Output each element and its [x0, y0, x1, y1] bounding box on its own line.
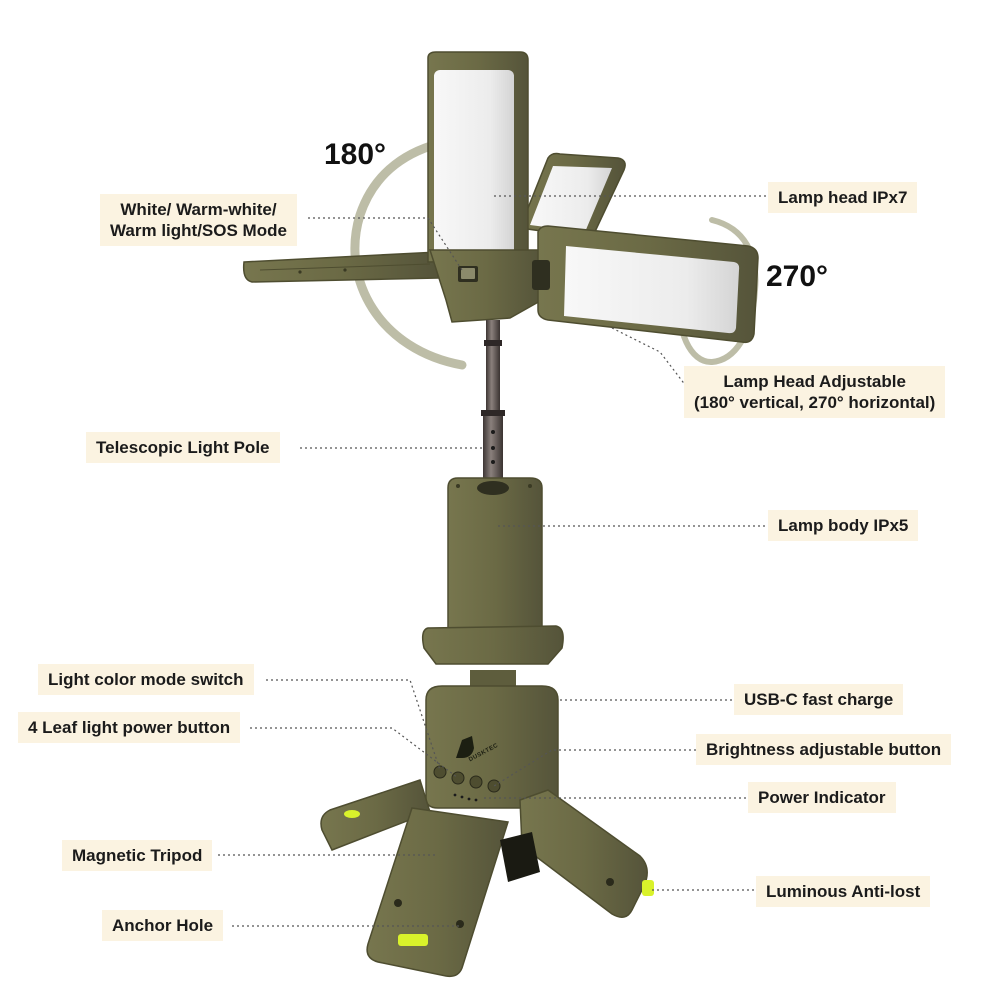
callout-magnetic-tripod: Magnetic Tripod: [62, 840, 213, 871]
vertical-angle-label: 180°: [324, 138, 387, 171]
callout-light-modes-line2: Warm light/SOS Mode: [110, 221, 287, 240]
leader-lines: [218, 195, 768, 927]
callout-lamp-body: Lamp body IPx5: [768, 510, 919, 541]
callout-adjustable-line2: (180° vertical, 270° horizontal): [694, 393, 936, 412]
callout-power-indicator: Power Indicator: [748, 782, 896, 813]
callout-power-button: 4 Leaf light power button: [18, 712, 241, 743]
callout-usb-c: USB-C fast charge: [734, 684, 904, 715]
lamp-body: [421, 477, 564, 704]
back-leaf-panel: [518, 152, 626, 239]
tripod-legs: [320, 779, 654, 978]
callout-lamp-head: Lamp head IPx7: [768, 182, 918, 213]
horizontal-angle-label: 270°: [766, 260, 829, 293]
callout-lamp-head-adjustable: Lamp Head Adjustable (180° vertical, 270…: [684, 366, 946, 418]
right-leaf-panel: [532, 225, 759, 344]
left-leaf-panel: [242, 251, 439, 283]
telescopic-pole: [481, 320, 505, 490]
top-leaf-panel: [427, 51, 529, 263]
callout-adjustable-line1: Lamp Head Adjustable: [723, 372, 906, 391]
callout-luminous-anti-lost: Luminous Anti-lost: [756, 876, 931, 907]
callout-anchor-hole: Anchor Hole: [102, 910, 224, 941]
callout-brightness-button: Brightness adjustable button: [696, 734, 952, 765]
callout-light-modes-line1: White/ Warm-white/: [120, 200, 277, 219]
lamp-head-hub: [428, 249, 543, 323]
callout-telescopic-pole: Telescopic Light Pole: [86, 432, 280, 463]
callout-color-mode-switch: Light color mode switch: [38, 664, 254, 695]
callout-light-modes: White/ Warm-white/ Warm light/SOS Mode: [100, 194, 297, 246]
